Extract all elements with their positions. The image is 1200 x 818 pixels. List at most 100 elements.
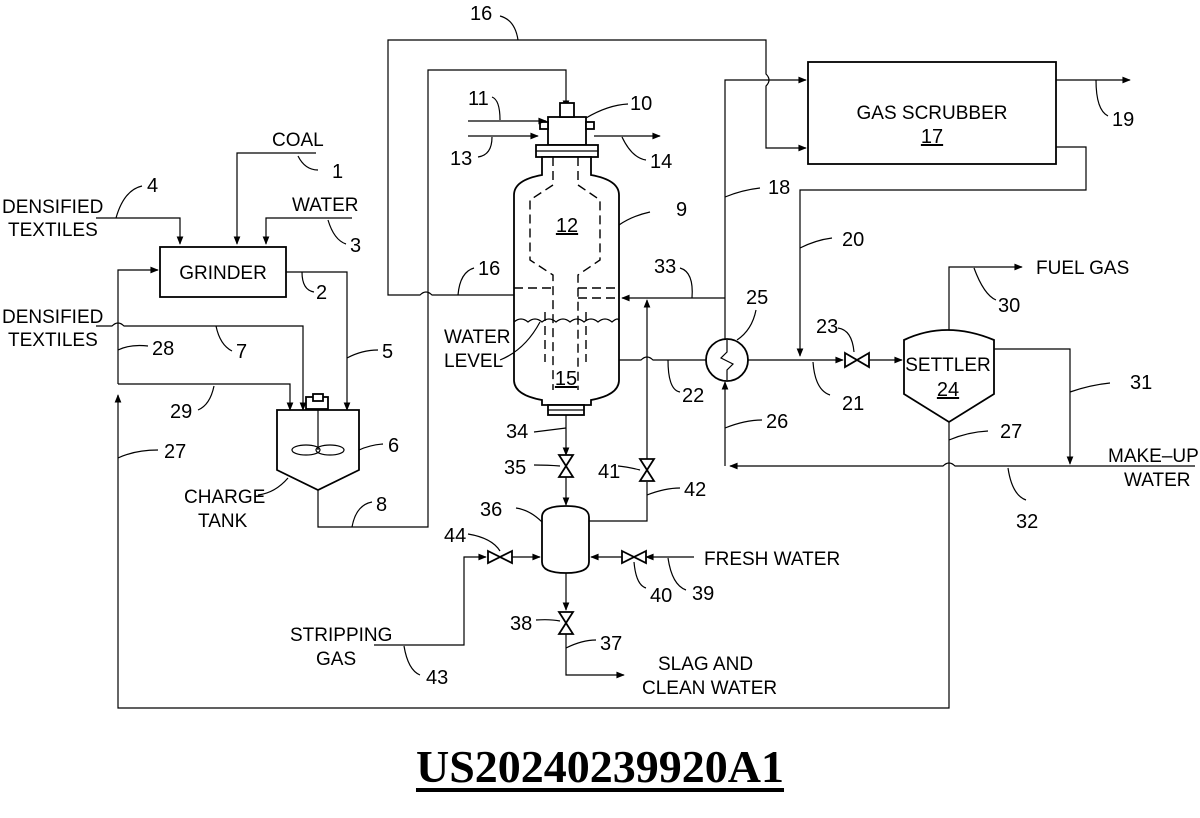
water-label: WATER	[292, 195, 359, 216]
ref-31: 31	[1130, 372, 1152, 394]
make-up-water-label-1: MAKE–UP	[1108, 446, 1199, 467]
ref-27b: 27	[1000, 421, 1022, 443]
stream-4-textiles	[96, 217, 184, 245]
stream-1-coal	[233, 152, 316, 245]
leader-6	[358, 443, 384, 451]
ref-22: 22	[682, 385, 704, 407]
stripping-gas-label-2: GAS	[316, 649, 356, 670]
leader-16b	[457, 267, 475, 296]
valve-35[interactable]	[557, 454, 575, 478]
leader-8	[351, 501, 373, 528]
ref-32: 32	[1016, 511, 1038, 533]
stream-20	[796, 146, 1087, 357]
densified-textiles-label-2b: TEXTILES	[8, 330, 98, 351]
leader-13	[477, 136, 493, 158]
ref-19: 19	[1112, 109, 1134, 131]
gas-scrubber-label: GAS SCRUBBER	[857, 103, 1008, 124]
ref-10: 10	[630, 93, 652, 115]
ref-15: 15	[555, 368, 577, 390]
leader-36	[515, 507, 543, 523]
densified-textiles-label-1b: TEXTILES	[8, 220, 98, 241]
stream-18	[724, 76, 807, 340]
ref-8: 8	[376, 494, 387, 516]
ref-16a: 16	[470, 3, 492, 25]
grinder-label: GRINDER	[179, 263, 267, 284]
leader-18	[724, 187, 761, 198]
charge-tank-label-1: CHARGE	[184, 487, 265, 508]
fresh-water-label: FRESH WATER	[704, 549, 840, 570]
valve-23[interactable]	[844, 351, 870, 369]
stream-31	[994, 348, 1074, 465]
heat-exchanger	[705, 338, 749, 382]
ref-37: 37	[600, 633, 622, 655]
densified-textiles-label-2a: DENSIFIED	[2, 307, 103, 328]
stream-42	[589, 482, 648, 522]
leader-16a	[499, 15, 519, 41]
make-up-water-label-2: WATER	[1124, 470, 1191, 491]
ref-2: 2	[316, 282, 327, 304]
ref-26: 26	[766, 411, 788, 433]
water-level-label-2: LEVEL	[444, 351, 503, 372]
stream-16-gas	[387, 39, 807, 296]
valve-44[interactable]	[487, 549, 513, 565]
valve-38[interactable]	[557, 611, 575, 635]
leader-34	[533, 427, 567, 433]
slag-label-2: CLEAN WATER	[642, 678, 777, 699]
ref-17: 17	[921, 126, 943, 148]
ref-16b: 16	[478, 258, 500, 280]
leader-2	[301, 271, 315, 293]
charge-tank	[276, 393, 360, 492]
valve-40[interactable]	[621, 549, 647, 565]
slag-label-1: SLAG AND	[658, 654, 753, 675]
leader-28	[117, 344, 149, 351]
leader-charge-tank	[257, 477, 289, 496]
gas-scrubber: GAS SCRUBBER 17	[807, 61, 1057, 165]
ref-11: 11	[468, 88, 489, 110]
leader-31	[1069, 382, 1111, 393]
leader-33	[679, 267, 693, 299]
leader-22	[667, 359, 681, 393]
grinder: GRINDER	[159, 246, 287, 298]
leader-40	[633, 561, 647, 589]
ref-36: 36	[480, 499, 502, 521]
leader-37	[565, 639, 597, 649]
ref-28: 28	[152, 338, 174, 360]
stream-7-textiles	[96, 322, 307, 411]
leader-41	[617, 465, 641, 471]
stripping-gas-label-1: STRIPPING	[290, 625, 392, 646]
leader-23	[837, 327, 855, 353]
valve-41[interactable]	[638, 458, 656, 482]
patent-number: US20240239920A1	[415, 741, 785, 792]
ref-44: 44	[444, 525, 466, 547]
leader-14	[621, 136, 647, 161]
leader-water-level	[499, 321, 541, 361]
water-level-label-1: WATER	[444, 327, 511, 348]
stripper-vessel	[541, 505, 590, 574]
stream-8-slurry	[317, 69, 570, 528]
ref-21: 21	[842, 393, 864, 415]
ref-6: 6	[388, 435, 399, 457]
ref-29: 29	[170, 401, 192, 423]
settler-label: SETTLER	[905, 355, 991, 376]
ref-33: 33	[654, 256, 676, 278]
leader-42	[646, 487, 681, 496]
ref-14: 14	[650, 151, 672, 173]
leader-20	[799, 237, 833, 249]
stream-3-water	[262, 217, 352, 245]
leader-26	[724, 419, 763, 429]
settler: SETTLER 24	[903, 329, 995, 424]
ref-27a: 27	[164, 441, 186, 463]
ref-38: 38	[510, 613, 532, 635]
stream-22	[619, 356, 706, 361]
leader-3	[327, 219, 347, 245]
ref-1: 1	[332, 161, 343, 183]
ref-3: 3	[350, 235, 361, 257]
ref-34: 34	[506, 421, 528, 443]
ref-43: 43	[426, 667, 448, 689]
ref-23: 23	[816, 316, 838, 338]
leader-4	[115, 185, 143, 219]
stream-43-stripping-gas	[374, 553, 487, 646]
stream-27-recycle	[114, 394, 950, 709]
leader-19	[1095, 79, 1109, 117]
ref-18: 18	[768, 177, 790, 199]
